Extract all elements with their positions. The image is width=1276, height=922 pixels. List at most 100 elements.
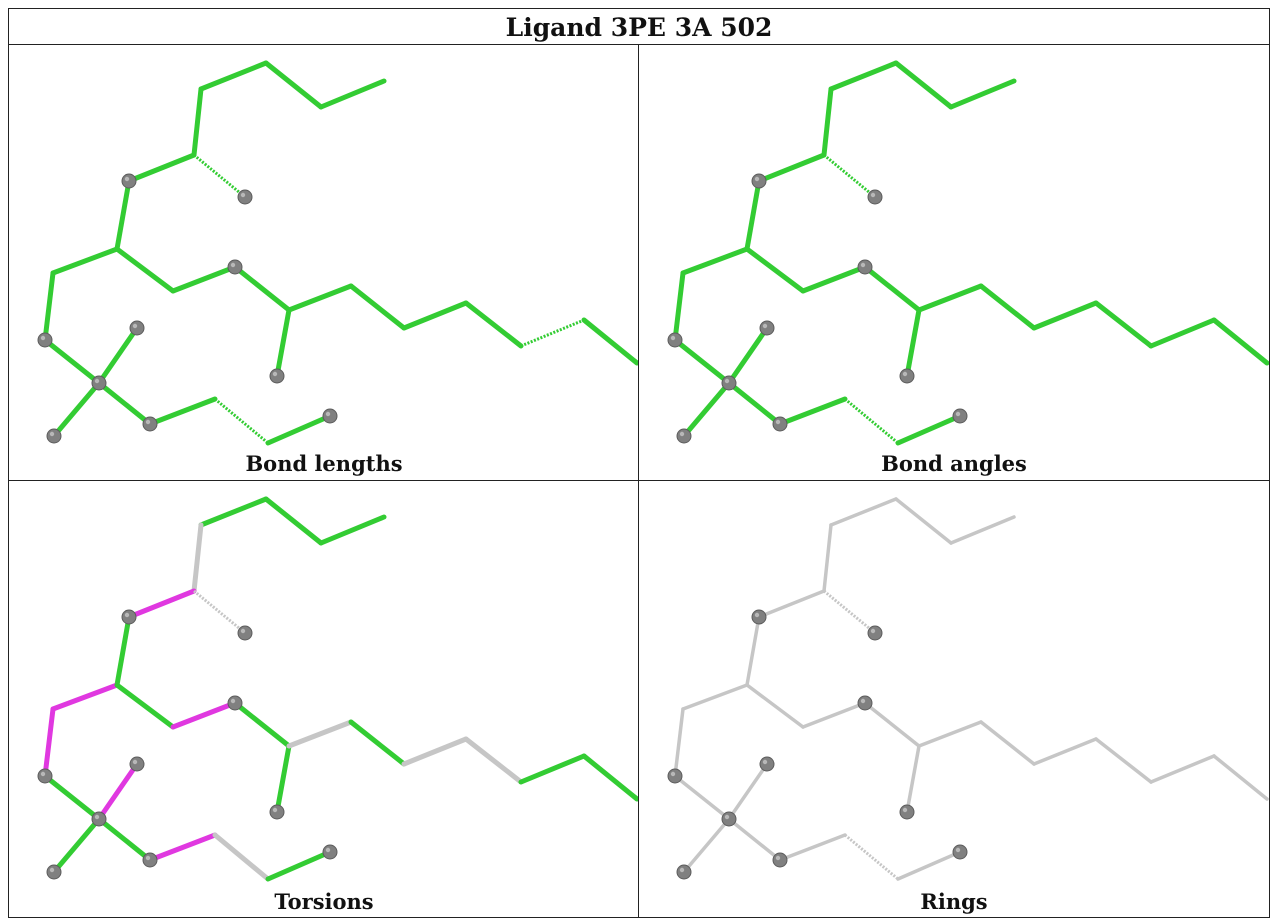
atom-sphere-1 — [129, 320, 145, 336]
atom-highlight-4 — [325, 847, 331, 853]
bond-22 — [1031, 300, 1099, 331]
bond-24 — [1148, 317, 1217, 349]
atom-sphere-1 — [759, 320, 775, 336]
atom-highlight-8 — [40, 335, 46, 341]
bond-6 — [114, 614, 132, 688]
bond-4 — [126, 152, 197, 184]
bond-2 — [198, 496, 269, 528]
atom-highlight-0 — [754, 612, 760, 618]
atom-highlight-5 — [230, 698, 236, 704]
panel-bond-angles: Bond angles — [638, 44, 1270, 482]
bond-21 — [348, 719, 407, 767]
bond-17 — [170, 700, 238, 730]
bond-5 — [193, 589, 246, 635]
figure-frame: Ligand 3PE 3A 502 Bond lengths Bond angl… — [8, 8, 1272, 922]
bond-1 — [263, 60, 324, 110]
atom-highlight-5 — [860, 698, 866, 704]
bond-25 — [581, 317, 639, 366]
bond-18 — [862, 264, 922, 313]
atom-highlight-3 — [775, 419, 781, 425]
bond-10 — [96, 325, 140, 386]
bond-13 — [778, 833, 847, 862]
bond-2 — [829, 497, 898, 527]
bond-19 — [904, 307, 922, 379]
atom-sphere-5 — [857, 695, 873, 711]
bond-18 — [232, 700, 292, 749]
atom-sphere-6 — [269, 368, 285, 384]
bond-24 — [520, 318, 585, 348]
bond-22 — [401, 736, 469, 767]
atom-highlight-4 — [955, 411, 961, 417]
bond-11 — [682, 817, 731, 874]
atom-highlight-9 — [94, 378, 100, 384]
bond-2 — [828, 60, 899, 92]
bond-17 — [800, 264, 868, 294]
bond-0 — [949, 515, 1016, 545]
atom-highlight-6 — [902, 807, 908, 813]
bond-4 — [756, 152, 827, 184]
caption-bond-angles: Bond angles — [881, 451, 1027, 476]
bond-14 — [844, 397, 899, 445]
bond-9 — [673, 774, 731, 821]
bond-9 — [672, 337, 732, 386]
bond-16 — [114, 682, 176, 730]
bond-3 — [822, 523, 833, 593]
bond-21 — [979, 720, 1036, 766]
atom-highlight-8 — [670, 771, 676, 777]
bond-11 — [681, 380, 732, 439]
atom-sphere-3 — [142, 416, 158, 432]
bond-8 — [42, 270, 56, 343]
atom-highlight-5 — [230, 262, 236, 268]
molecule-rings — [667, 497, 1269, 881]
bond-11 — [51, 380, 102, 439]
atom-highlight-9 — [94, 814, 100, 820]
atom-sphere-8 — [667, 768, 683, 784]
figure-title: Ligand 3PE 3A 502 — [8, 8, 1270, 46]
bond-24 — [1149, 754, 1216, 784]
atom-highlight-6 — [272, 807, 278, 813]
bond-23 — [1093, 300, 1154, 349]
bond-6 — [745, 615, 761, 687]
bond-1 — [894, 497, 953, 545]
bond-24 — [518, 753, 587, 785]
atom-highlight-6 — [902, 371, 908, 377]
atom-sphere-5 — [227, 695, 243, 711]
bond-0 — [318, 514, 387, 546]
atom-highlight-4 — [955, 847, 961, 853]
atom-sphere-6 — [269, 804, 285, 820]
atom-highlight-5 — [860, 262, 866, 268]
bond-15 — [265, 413, 333, 446]
caption-rings: Rings — [920, 889, 988, 914]
atom-highlight-9 — [724, 814, 730, 820]
bond-11 — [51, 816, 102, 875]
bond-13 — [147, 832, 218, 863]
bond-3 — [191, 86, 204, 158]
atom-highlight-0 — [754, 176, 760, 182]
atom-sphere-0 — [751, 609, 767, 625]
atom-highlight-3 — [775, 855, 781, 861]
bond-7 — [680, 246, 750, 276]
atom-highlight-7 — [240, 192, 246, 198]
atom-highlight-8 — [670, 335, 676, 341]
atom-highlight-4 — [325, 411, 331, 417]
atom-sphere-2 — [676, 864, 692, 880]
atom-sphere-0 — [121, 609, 137, 625]
bond-18 — [232, 264, 292, 313]
bond-9 — [42, 337, 102, 386]
bond-16 — [114, 246, 176, 294]
caption-bond-lengths: Bond lengths — [245, 451, 403, 476]
bond-20 — [916, 283, 984, 313]
atom-highlight-0 — [124, 612, 130, 618]
atom-sphere-3 — [142, 852, 158, 868]
bond-5 — [193, 153, 246, 199]
bond-16 — [745, 683, 805, 729]
bond-10 — [727, 762, 769, 821]
atom-sphere-5 — [227, 259, 243, 275]
molecule-bond-lengths — [37, 60, 639, 446]
bond-13 — [777, 396, 848, 427]
bond-20 — [286, 283, 354, 313]
bond-5 — [823, 589, 876, 635]
atom-highlight-2 — [49, 867, 55, 873]
atom-sphere-7 — [237, 189, 253, 205]
bond-15 — [265, 849, 333, 882]
